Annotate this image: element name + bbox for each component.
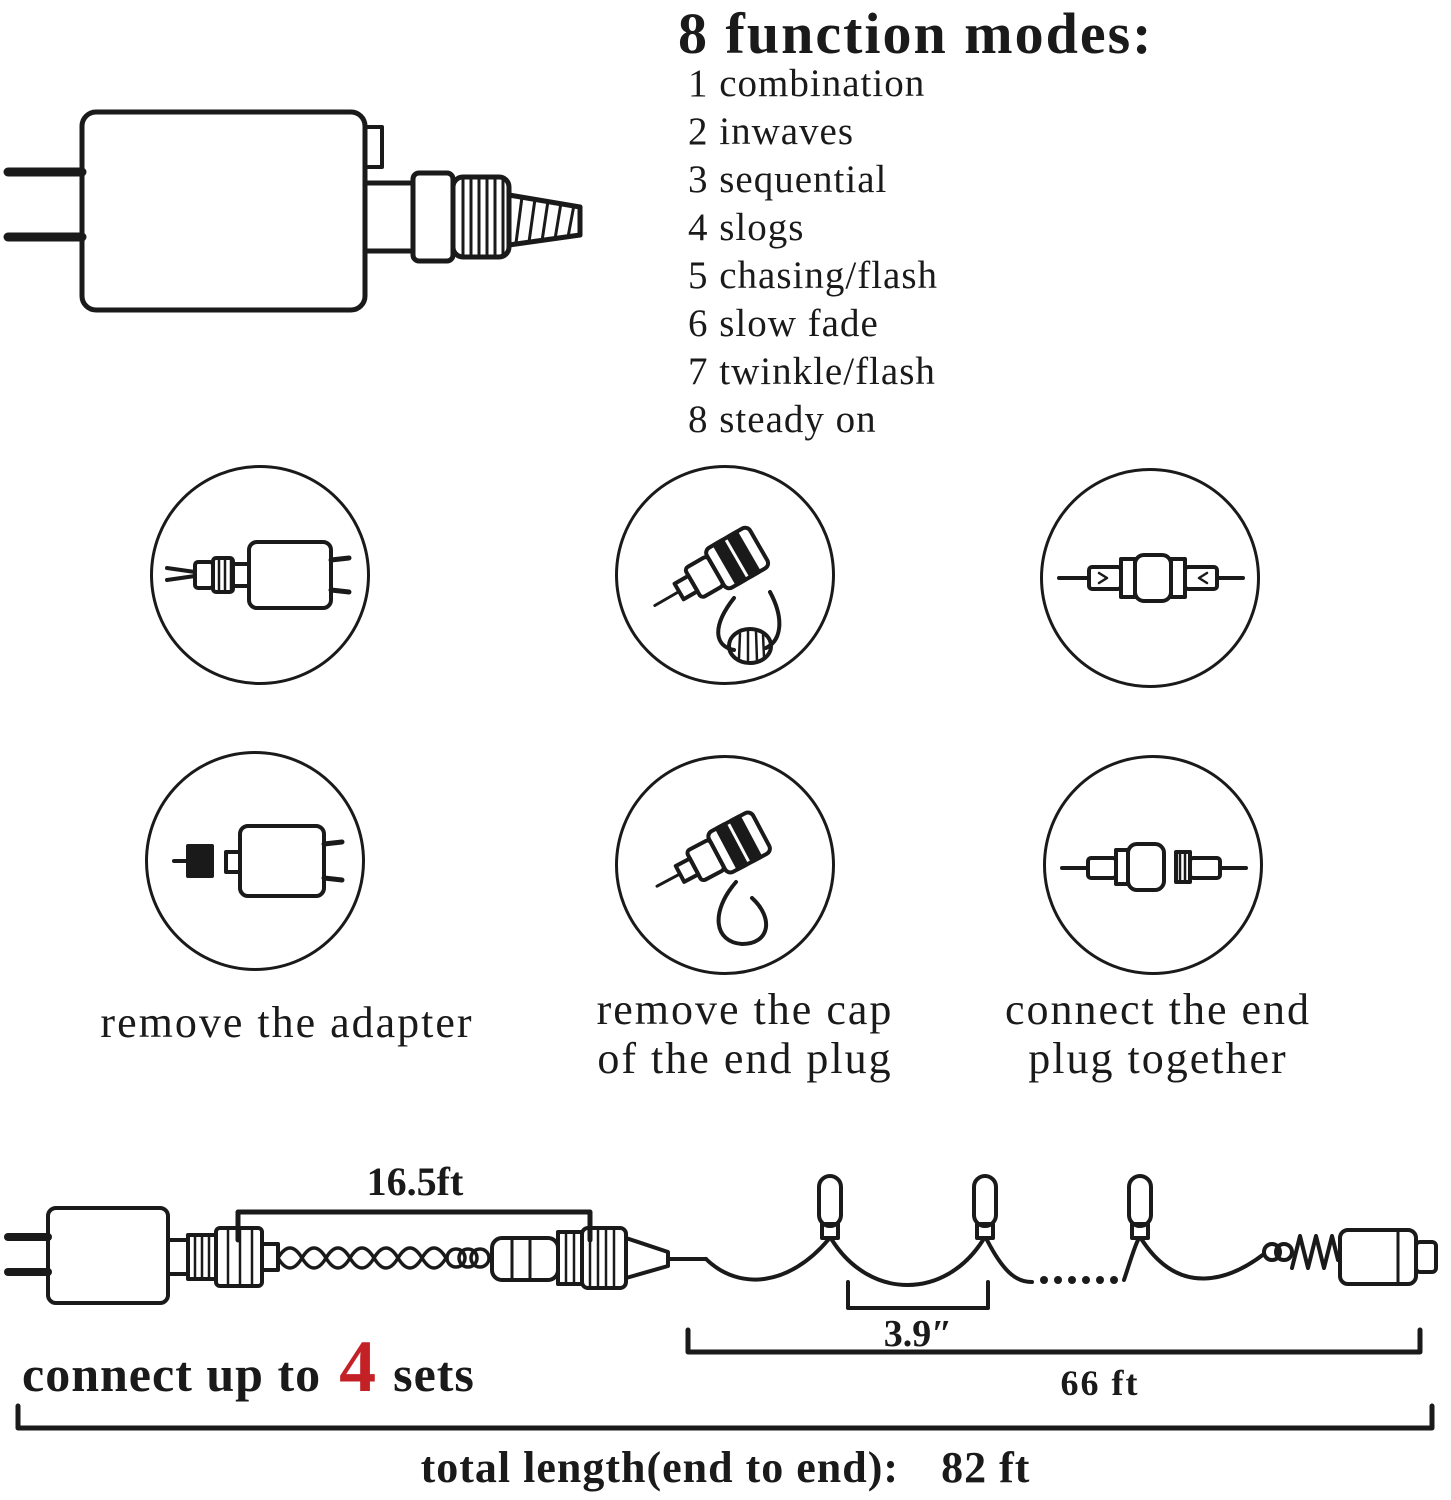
power-adapter-icon xyxy=(3,109,583,313)
light-bulb xyxy=(817,1174,843,1228)
caption-remove-adapter: remove the adapter xyxy=(47,998,527,1047)
power-adapter-illustration xyxy=(3,109,583,313)
light-string-diagram xyxy=(4,1174,1438,1431)
caption-line: connect the end xyxy=(1004,985,1312,1034)
step-circle-adapter-attached xyxy=(150,465,370,685)
continuation-dots xyxy=(1040,1276,1118,1284)
lead-length-bracket xyxy=(235,1209,593,1243)
diagram-adapter xyxy=(4,1206,280,1305)
plugs-connecting-icon xyxy=(1060,842,1248,892)
light-bulb xyxy=(972,1174,998,1228)
mode-item-6: 6 slow fade xyxy=(688,302,879,345)
connect-sets-line: connect up to 4 sets xyxy=(22,1330,475,1404)
string-length-label: 66 ft xyxy=(1060,1363,1140,1403)
mid-connector xyxy=(490,1226,708,1290)
connected-plugs-icon xyxy=(1057,553,1245,603)
total-length-label: total length(end to end): xyxy=(420,1443,900,1492)
caption-connect-plug: connect the end plug together xyxy=(938,985,1378,1084)
step-circle-endplug-capped xyxy=(615,465,835,685)
mode-item-7: 7 twinkle/flash xyxy=(688,350,936,393)
function-modes-list: 1 combination 2 inwaves 3 sequential 4 s… xyxy=(688,60,938,444)
mode-item-5: 5 chasing/flash xyxy=(688,254,939,297)
twisted-wire xyxy=(276,1246,491,1270)
mode-item-3: 3 sequential xyxy=(688,158,888,201)
end-plug xyxy=(1262,1228,1438,1286)
adapter-with-plug-icon xyxy=(165,540,352,610)
total-length-line: total length(end to end): 82 ft xyxy=(0,1442,1451,1493)
adapter-detached-icon xyxy=(172,824,345,898)
mode-item-2: 2 inwaves xyxy=(688,110,855,153)
caption-line: of the end plug xyxy=(597,1034,893,1084)
mode-item-1: 1 combination xyxy=(688,62,926,105)
caption-line: remove the adapter xyxy=(100,998,474,1047)
step-circle-adapter-removed xyxy=(145,751,365,971)
end-plug-cap-removed-icon xyxy=(655,810,772,946)
caption-line: plug together xyxy=(1028,1034,1288,1084)
mode-item-4: 4 slogs xyxy=(688,206,805,249)
caption-line: remove the cap xyxy=(596,985,894,1034)
connect-suffix: sets xyxy=(393,1346,475,1402)
light-bulb xyxy=(1127,1174,1153,1228)
bulb-spacing-label: 3.9″ xyxy=(883,1313,953,1355)
step-circle-plugs-connecting xyxy=(1043,755,1263,975)
step-circle-cap-removed xyxy=(615,755,835,975)
sets-count: 4 xyxy=(339,1326,378,1408)
connect-prefix: connect up to xyxy=(22,1346,322,1402)
caption-remove-cap: remove the cap of the end plug xyxy=(525,985,965,1084)
bulb-spacing-bracket xyxy=(846,1280,990,1310)
lead-length-label: 16.5ft xyxy=(366,1159,464,1204)
light-string xyxy=(704,1174,1266,1287)
mode-item-8: 8 steady on xyxy=(688,398,877,441)
total-length-bracket xyxy=(15,1403,1435,1431)
string-length-bracket xyxy=(685,1327,1423,1355)
function-modes-title: 8 function modes: xyxy=(678,1,1154,66)
end-plug-with-cap-icon xyxy=(653,525,782,665)
total-length-value: 82 ft xyxy=(941,1443,1031,1492)
step-circle-plugs-connected xyxy=(1040,468,1260,688)
